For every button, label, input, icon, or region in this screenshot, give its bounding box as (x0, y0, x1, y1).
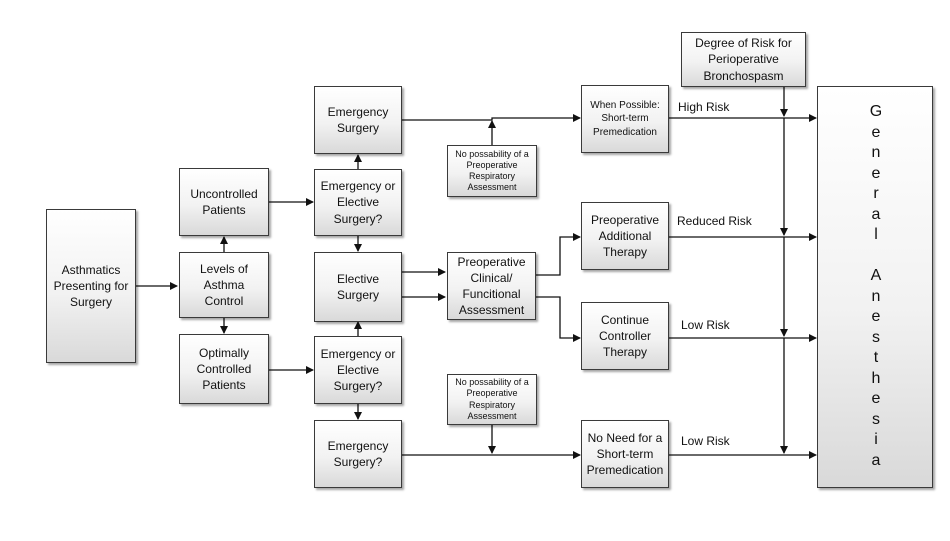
arrow-emergency-to-when-possible (402, 114, 581, 122)
general-anesthesia-letter: n (871, 287, 881, 305)
general-anesthesia-letter: e (871, 390, 881, 407)
preoperative-clinical-box: Preoperative Clinical/ Funcitional Asses… (447, 252, 536, 320)
general-anesthesia-letter: e (871, 308, 881, 325)
no-possibility-top-box: No possability of a Preoperative Respira… (447, 145, 537, 197)
no-possibility-bottom-box: No possability of a Preoperative Respira… (447, 374, 537, 425)
preoperative-additional-box: Preoperative Additional Therapy (581, 202, 669, 270)
asthmatics-box: Asthmatics Presenting for Surgery (46, 209, 136, 363)
degree-of-risk-box: Degree of Risk for Perioperative Broncho… (681, 32, 806, 87)
edge-label-high-risk: High Risk (678, 100, 730, 114)
general-anesthesia-letter: h (871, 369, 881, 387)
general-anesthesia-letter: s (872, 410, 880, 428)
edge-label-low-risk-1: Low Risk (681, 318, 730, 332)
elective-surgery-box: Elective Surgery (314, 252, 402, 322)
emergency-surgery-box: Emergency Surgery (314, 86, 402, 154)
emergency-or-elective-top-box: Emergency or Elective Surgery? (314, 169, 402, 236)
general-anesthesia-letter: e (871, 164, 881, 182)
continue-controller-box: Continue Controller Therapy (581, 302, 669, 370)
emergency-or-elective-bottom-box: Emergency or Elective Surgery? (314, 336, 402, 404)
emergency-surgery-question-box: Emergency Surgery? (314, 420, 402, 488)
general-anesthesia-letter: a (871, 451, 881, 469)
levels-of-control-box: Levels of Asthma Control (179, 252, 269, 318)
general-anesthesia-letter: r (873, 185, 879, 202)
general-anesthesia-letter: a (871, 205, 881, 223)
general-anesthesia-letter: G (869, 103, 883, 120)
general-anesthesia-letter: e (871, 123, 881, 141)
general-anesthesia-letter: n (871, 144, 881, 161)
general-anesthesia-letter: A (870, 267, 882, 284)
general-anesthesia-letter: i (874, 431, 878, 448)
optimally-controlled-box: Optimally Controlled Patients (179, 334, 269, 404)
general-anesthesia-letter: l (874, 226, 878, 243)
edge-label-reduced-risk: Reduced Risk (677, 214, 752, 228)
arrow-preop-to-continue (536, 296, 581, 342)
general-anesthesia-letter: s (872, 328, 880, 346)
no-need-premedication-box: No Need for a Short-term Premedication (581, 420, 669, 488)
general-anesthesia-letter: t (873, 349, 879, 366)
when-possible-box: When Possible: Short-term Premedication (581, 85, 669, 153)
uncontrolled-patients-box: Uncontrolled Patients (179, 168, 269, 236)
arrow-preop-to-additional (536, 233, 581, 276)
edge-label-low-risk-2: Low Risk (681, 434, 730, 448)
